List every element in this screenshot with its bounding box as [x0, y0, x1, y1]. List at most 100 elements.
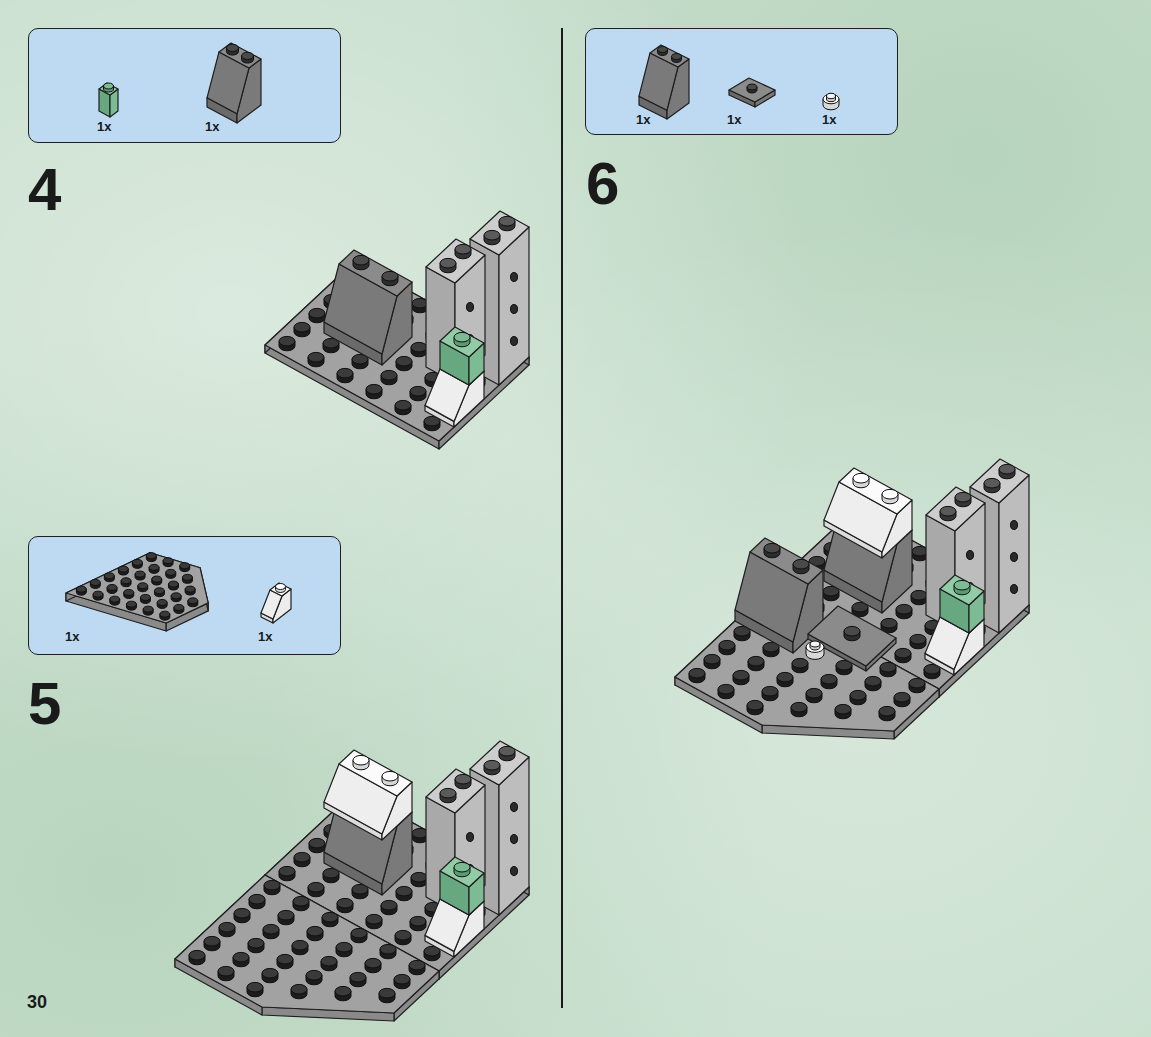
stud-top	[747, 700, 763, 710]
technic-hole	[511, 273, 518, 282]
stud-top	[382, 271, 398, 281]
page-divider	[561, 28, 563, 1008]
page-number: 30	[27, 993, 47, 1011]
brick-face	[926, 487, 985, 531]
round-plate-top	[823, 94, 839, 104]
stud-top	[440, 258, 456, 268]
stud-top	[306, 970, 322, 980]
stud-top	[954, 580, 970, 590]
stud-top	[984, 478, 1000, 488]
stud-top	[353, 755, 369, 765]
technic-hole	[1011, 585, 1018, 594]
stud-top	[940, 506, 956, 516]
stud-top	[294, 852, 310, 862]
stud-top	[411, 872, 427, 882]
stud-top	[279, 866, 295, 876]
stud-top	[263, 924, 279, 934]
stud-top	[764, 543, 780, 553]
stud-top	[218, 966, 234, 976]
stud-top	[337, 898, 353, 908]
stud-top	[718, 684, 734, 694]
stud-top	[454, 862, 470, 872]
stud-top	[880, 662, 896, 672]
part-quantity: 1x	[822, 113, 836, 126]
brick-face	[729, 78, 775, 102]
stud-top	[658, 47, 668, 53]
technic-hole	[467, 303, 474, 312]
round-plate-stud-top	[810, 641, 820, 647]
stud-top	[76, 586, 86, 592]
stud-top	[132, 559, 142, 565]
stud-top	[484, 230, 500, 240]
stud-top	[910, 634, 926, 644]
stud-top	[279, 336, 295, 346]
parts-callout: 1x1x	[28, 28, 341, 143]
stud-top	[379, 988, 395, 998]
stud-top	[411, 342, 427, 352]
technic-hole	[511, 337, 518, 346]
stud-top	[853, 473, 869, 483]
brick-face	[440, 857, 484, 887]
brick-face	[470, 741, 529, 785]
step-6-model	[675, 459, 1029, 739]
stud-top	[850, 690, 866, 700]
parts-callout: 1x1x1x	[585, 28, 898, 135]
stud-top	[262, 968, 278, 978]
technic-hole	[467, 833, 474, 842]
stud-top	[380, 944, 396, 954]
stud-top	[350, 972, 366, 982]
part-icons	[586, 29, 899, 136]
stud-top	[911, 590, 927, 600]
part-quantity: 1x	[258, 630, 272, 643]
stud-top	[249, 894, 265, 904]
stud-top	[351, 928, 367, 938]
stud-top	[909, 678, 925, 688]
stud-top	[309, 308, 325, 318]
stud-top	[168, 581, 178, 587]
stud-top	[233, 952, 249, 962]
plate-top	[66, 553, 208, 623]
stud-top	[895, 648, 911, 658]
stud-top	[999, 464, 1015, 474]
stud-top	[689, 668, 705, 678]
stud-top	[104, 573, 114, 579]
stud-top	[171, 593, 181, 599]
stud-top	[277, 954, 293, 964]
step-number: 5	[28, 674, 61, 734]
plate-top	[175, 875, 439, 1013]
stud-top	[719, 640, 735, 650]
technic-hole	[511, 803, 518, 812]
stud-top	[335, 986, 351, 996]
stud-top	[409, 960, 425, 970]
stud-top	[294, 322, 310, 332]
technic-hole	[1011, 521, 1018, 530]
stud-top	[366, 384, 382, 394]
stud-top	[881, 618, 897, 628]
brick-face	[324, 264, 397, 354]
part-quantity: 1x	[205, 120, 219, 133]
brick-face	[970, 459, 1029, 503]
stud-top	[894, 692, 910, 702]
stud-top	[793, 559, 809, 569]
stud-top	[204, 936, 220, 946]
stud-top	[247, 982, 263, 992]
stud-top	[149, 564, 159, 570]
stud-top	[248, 938, 264, 948]
stud-top	[124, 589, 134, 595]
stud-top	[381, 370, 397, 380]
stud-top	[154, 588, 164, 594]
stud-top	[278, 910, 294, 920]
stud-top	[182, 574, 192, 580]
stud-top	[733, 670, 749, 680]
stud-top	[844, 626, 860, 636]
stud-top	[672, 54, 682, 60]
stud-top	[143, 606, 153, 612]
stud-top	[396, 886, 412, 896]
brick-face	[426, 239, 485, 283]
part-quantity: 1x	[65, 630, 79, 643]
stud-top	[309, 838, 325, 848]
stud-top	[307, 926, 323, 936]
technic-hole	[1011, 553, 1018, 562]
stud-top	[395, 930, 411, 940]
